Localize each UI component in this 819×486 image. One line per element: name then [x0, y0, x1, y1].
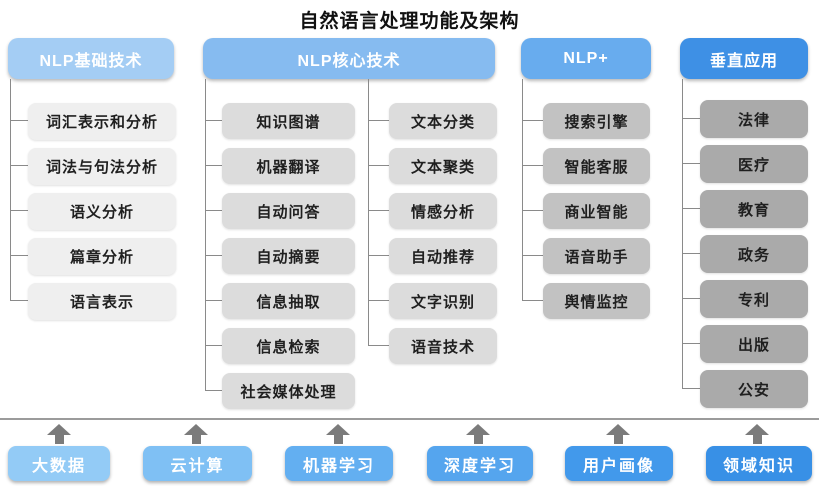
header-nlp-plus: NLP+ [521, 38, 651, 79]
page-title: 自然语言处理功能及架构 [299, 11, 520, 32]
node-knowledge-graph: 知识图谱 [222, 103, 355, 139]
node-opinion-monitoring: 舆情监控 [543, 283, 650, 319]
arrow-head [466, 424, 490, 435]
node-public-security: 公安 [700, 370, 808, 408]
connector-tick [522, 300, 543, 301]
arrow-head [745, 424, 769, 435]
connector-line [682, 79, 683, 388]
arrow-stem [191, 435, 201, 444]
connector-tick [682, 163, 700, 164]
connector-tick [205, 345, 222, 346]
connector-tick [205, 120, 222, 121]
connector-tick [10, 255, 28, 256]
node-text-classification: 文本分类 [389, 103, 497, 139]
arrow-stem [333, 435, 343, 444]
connector-tick [368, 210, 389, 211]
node-information-retrieval: 信息检索 [222, 328, 355, 364]
node-machine-translation: 机器翻译 [222, 148, 355, 184]
connector-tick [10, 120, 28, 121]
connector-tick [205, 390, 222, 391]
node-legal: 法律 [700, 100, 808, 138]
connector-tick [10, 300, 28, 301]
node-social-media-processing: 社会媒体处理 [222, 373, 355, 409]
arrow-stem [473, 435, 483, 444]
foundation-machine-learning: 机器学习 [285, 446, 393, 481]
node-search-engine: 搜索引擎 [543, 103, 650, 139]
node-business-intelligence: 商业智能 [543, 193, 650, 229]
connector-tick [368, 300, 389, 301]
connector-line [522, 79, 523, 300]
connector-tick [10, 210, 28, 211]
connector-line [205, 79, 206, 390]
connector-line [368, 79, 369, 345]
arrow-stem [613, 435, 623, 444]
foundation-deep-learning: 深度学习 [427, 446, 533, 481]
connector-tick [10, 165, 28, 166]
connector-tick [368, 165, 389, 166]
arrow-stem [752, 435, 762, 444]
header-nlp-core-tech: NLP核心技术 [203, 38, 495, 79]
up-arrow-icon [184, 424, 208, 444]
up-arrow-icon [745, 424, 769, 444]
header-vertical-apps: 垂直应用 [680, 38, 808, 79]
arrow-head [184, 424, 208, 435]
connector-tick [682, 298, 700, 299]
connector-tick [205, 255, 222, 256]
connector-tick [682, 343, 700, 344]
node-voice-assistant: 语音助手 [543, 238, 650, 274]
node-sentiment-analysis: 情感分析 [389, 193, 497, 229]
connector-tick [522, 210, 543, 211]
foundation-big-data: 大数据 [8, 446, 110, 481]
node-publishing: 出版 [700, 325, 808, 363]
up-arrow-icon [466, 424, 490, 444]
node-education: 教育 [700, 190, 808, 228]
foundation-domain-knowledge: 领域知识 [706, 446, 812, 481]
connector-tick [368, 120, 389, 121]
up-arrow-icon [606, 424, 630, 444]
up-arrow-icon [326, 424, 350, 444]
connector-tick [522, 165, 543, 166]
arrow-head [326, 424, 350, 435]
node-patent: 专利 [700, 280, 808, 318]
separator-line [0, 418, 819, 420]
node-semantic-analysis: 语义分析 [28, 193, 176, 230]
arrow-head [606, 424, 630, 435]
up-arrow-icon [47, 424, 71, 444]
connector-tick [205, 210, 222, 211]
arrow-stem [54, 435, 64, 444]
connector-tick [205, 300, 222, 301]
node-medical: 医疗 [700, 145, 808, 183]
node-ocr: 文字识别 [389, 283, 497, 319]
node-speech-technology: 语音技术 [389, 328, 497, 364]
connector-tick [682, 208, 700, 209]
connector-tick [522, 120, 543, 121]
node-auto-summarization: 自动摘要 [222, 238, 355, 274]
node-morph-syntax-analysis: 词法与句法分析 [28, 148, 176, 185]
foundation-user-profile: 用户画像 [565, 446, 673, 481]
connector-line [10, 79, 11, 300]
connector-tick [368, 255, 389, 256]
arrow-head [47, 424, 71, 435]
node-smart-customer-service: 智能客服 [543, 148, 650, 184]
node-discourse-analysis: 篇章分析 [28, 238, 176, 275]
foundation-cloud-computing: 云计算 [143, 446, 252, 481]
header-nlp-basic-tech: NLP基础技术 [8, 38, 174, 79]
node-lexical-representation: 词汇表示和分析 [28, 103, 176, 140]
connector-tick [682, 253, 700, 254]
node-auto-qa: 自动问答 [222, 193, 355, 229]
connector-tick [682, 118, 700, 119]
node-information-extraction: 信息抽取 [222, 283, 355, 319]
node-text-clustering: 文本聚类 [389, 148, 497, 184]
node-government: 政务 [700, 235, 808, 273]
connector-tick [368, 345, 389, 346]
node-auto-recommendation: 自动推荐 [389, 238, 497, 274]
node-language-representation: 语言表示 [28, 283, 176, 320]
connector-tick [682, 388, 700, 389]
connector-tick [522, 255, 543, 256]
connector-tick [205, 165, 222, 166]
